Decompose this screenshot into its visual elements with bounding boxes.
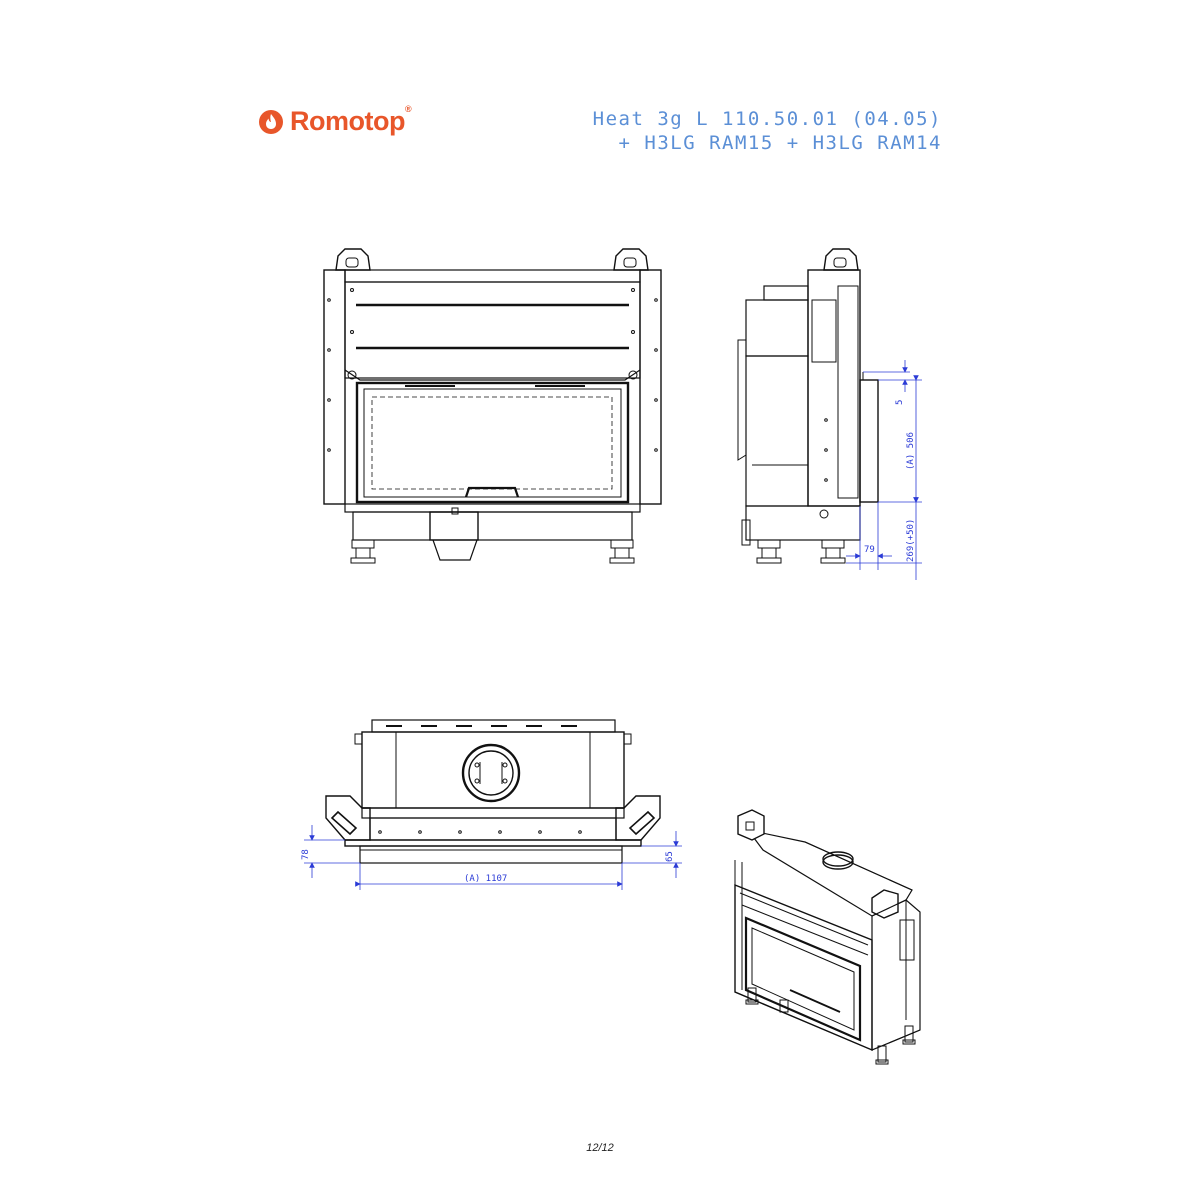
- flame-icon: [259, 109, 283, 134]
- dim-5: 5: [895, 400, 905, 405]
- dim-a1107: (A) 1107: [464, 874, 507, 884]
- side-dimensions: [846, 360, 922, 580]
- dim-269: 269(+50): [906, 519, 916, 562]
- side-view: [737, 248, 879, 564]
- top-dimensions: [304, 825, 682, 890]
- brand-name: Romotop®: [290, 104, 412, 136]
- page-number: 12/12: [586, 1142, 614, 1154]
- brand-logo: Romotop®: [258, 104, 412, 137]
- model-title-line1: Heat 3g L 110.50.01 (04.05): [592, 108, 942, 130]
- model-title-line2: + H3LG RAM15 + H3LG RAM14: [618, 132, 942, 154]
- isometric-view: [734, 809, 921, 1065]
- dim-65: 65: [665, 851, 675, 862]
- dim-79: 79: [864, 545, 875, 555]
- front-view: [323, 248, 662, 564]
- top-view: [325, 719, 661, 864]
- dim-a506: (A) 506: [906, 432, 916, 470]
- dim-78: 78: [301, 849, 311, 860]
- model-title: Heat 3g L 110.50.01 (04.05) + H3LG RAM15…: [593, 107, 942, 155]
